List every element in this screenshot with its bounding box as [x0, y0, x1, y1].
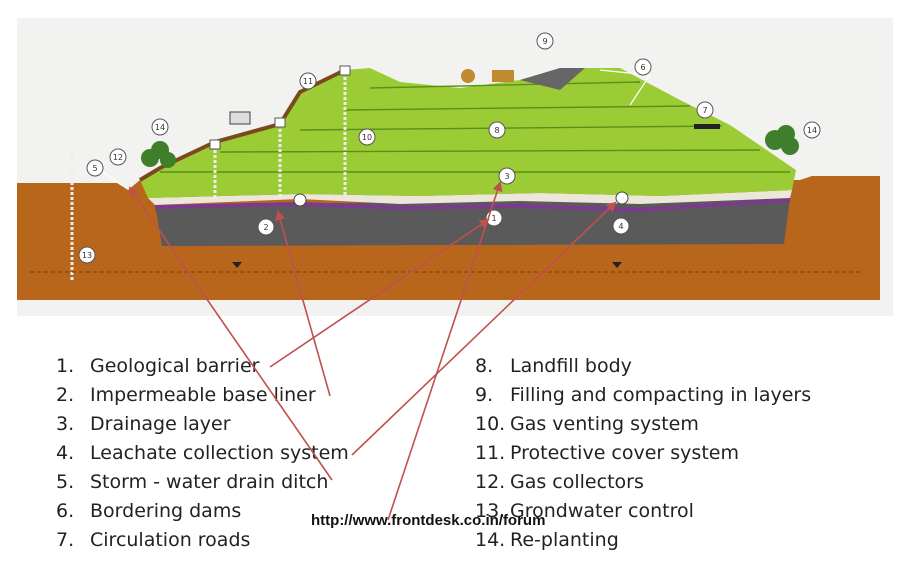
legend-num: 9. — [475, 384, 494, 406]
svg-text:10: 10 — [362, 133, 372, 142]
svg-text:1: 1 — [491, 214, 496, 223]
callout-11 — [299, 72, 317, 90]
legend-item-10: 10.Gas venting system — [475, 410, 699, 439]
legend-num: 8. — [475, 355, 494, 377]
svg-text:8: 8 — [494, 126, 499, 135]
compaction-zone — [520, 68, 585, 90]
svg-text:12: 12 — [113, 153, 123, 162]
callout-14a — [151, 118, 169, 136]
legend-num: 10. — [475, 413, 506, 435]
legend-label: Leachate collection system — [90, 442, 349, 464]
svg-text:9: 9 — [542, 37, 547, 46]
svg-text:13: 13 — [82, 251, 92, 260]
callout-12 — [109, 148, 127, 166]
callout-5 — [86, 159, 104, 177]
legend-num: 6. — [56, 500, 75, 522]
svg-text:14: 14 — [807, 126, 817, 135]
svg-text:4: 4 — [618, 222, 623, 231]
callout-13 — [78, 246, 96, 264]
vehicle — [229, 111, 251, 125]
source-url: http://www.frontdesk.co.in/forum — [311, 512, 546, 529]
callout-3 — [498, 167, 516, 185]
legend-num: 4. — [56, 442, 75, 464]
legend-num: 2. — [56, 384, 75, 406]
svg-text:6: 6 — [640, 63, 645, 72]
legend-item-4: 4. Leachate collection system — [56, 439, 349, 468]
legend-label: Gas venting system — [510, 413, 699, 435]
svg-text:7: 7 — [702, 106, 707, 115]
legend-item-8: 8. Landfill body — [475, 352, 632, 381]
legend-item-6: 6. Bordering dams — [56, 497, 241, 526]
legend-item-2: 2. Impermeable base liner — [56, 381, 316, 410]
legend-label: Bordering dams — [90, 500, 242, 522]
tree-left — [141, 141, 176, 168]
legend-label: Geological barrier — [90, 355, 260, 377]
compactor-icon — [461, 69, 475, 83]
legend-num: 1. — [56, 355, 75, 377]
svg-text:2: 2 — [263, 223, 268, 232]
legend-item-12: 12.Gas collectors — [475, 468, 644, 497]
legend-label: Re-planting — [510, 529, 619, 551]
legend-num: 12. — [475, 471, 506, 493]
tree-right — [765, 125, 799, 155]
landfill-body — [140, 68, 796, 198]
legend-item-5: 5. Storm - water drain ditch — [56, 468, 328, 497]
legend-label: Impermeable base liner — [90, 384, 316, 406]
legend-item-7: 7. Circulation roads — [56, 526, 250, 555]
legend-label: Landfill body — [510, 355, 632, 377]
callout-6 — [634, 58, 652, 76]
circulation-road — [694, 124, 720, 129]
legend-label: Filling and compacting in layers — [510, 384, 812, 406]
legend-item-14: 14.Re-planting — [475, 526, 619, 555]
landfill-cross-section-diagram: 1 2 3 4 5 6 7 8 9 10 11 12 13 14 14 — [17, 18, 893, 316]
svg-text:5: 5 — [92, 164, 97, 173]
svg-text:3: 3 — [504, 172, 509, 181]
legend-label: Storm - water drain ditch — [90, 471, 329, 493]
legend-item-3: 3. Drainage layer — [56, 410, 231, 439]
svg-text:14: 14 — [155, 123, 165, 132]
legend-item-11: 11.Protective cover system — [475, 439, 739, 468]
legend-num: 5. — [56, 471, 75, 493]
legend-label: Gas collectors — [510, 471, 644, 493]
callout-14b — [803, 121, 821, 139]
legend-num: 3. — [56, 413, 75, 435]
layer-lines — [160, 81, 790, 173]
legend-num: 11. — [475, 442, 506, 464]
legend-label: Drainage layer — [90, 413, 231, 435]
callout-8 — [488, 121, 506, 139]
legend-num: 14. — [475, 529, 506, 551]
legend-label: Grondwater control — [510, 500, 694, 522]
svg-text:11: 11 — [303, 77, 313, 86]
callout-10 — [358, 128, 376, 146]
legend-label: Circulation roads — [90, 529, 251, 551]
legend-num: 7. — [56, 529, 75, 551]
legend-item-9: 9. Filling and compacting in layers — [475, 381, 811, 410]
bulldozer-icon — [492, 70, 514, 82]
legend-item-1: 1. Geological barrier — [56, 352, 259, 381]
callout-9 — [536, 32, 554, 50]
legend-label: Protective cover system — [510, 442, 739, 464]
callout-7 — [696, 101, 714, 119]
